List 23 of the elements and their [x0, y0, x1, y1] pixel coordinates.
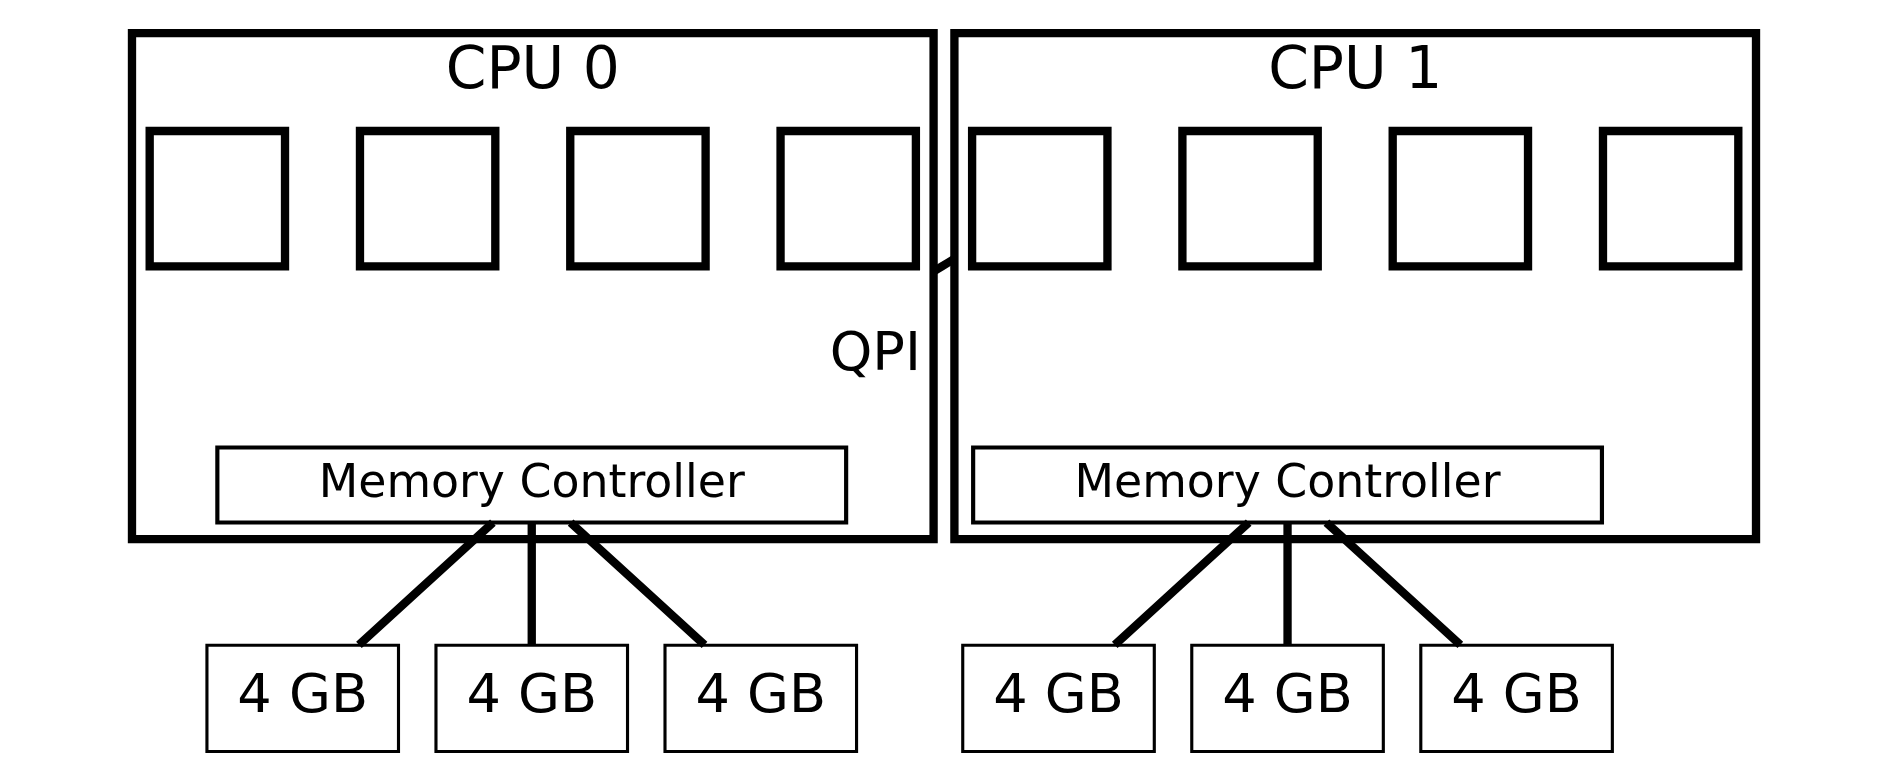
connector — [527, 522, 536, 645]
connector — [355, 519, 496, 648]
node-box — [1598, 126, 1742, 271]
node-box: Memory Controller — [214, 445, 848, 525]
node-box: Memory Controller — [970, 445, 1604, 525]
connector — [1323, 519, 1463, 648]
node-box: 4 GB — [1418, 643, 1614, 754]
node-box: 4 GB — [1189, 643, 1385, 754]
connector — [567, 519, 707, 648]
node-box — [967, 126, 1112, 271]
node-box — [775, 126, 920, 271]
node-box — [145, 126, 289, 271]
node-box — [565, 126, 710, 271]
node-box: 4 GB — [960, 643, 1156, 754]
node-box: 4 GB — [433, 643, 629, 754]
connector — [1111, 519, 1251, 648]
node-box — [1177, 126, 1322, 271]
node-box — [1388, 126, 1532, 271]
node-box: 4 GB — [662, 643, 858, 754]
connector — [1282, 522, 1292, 645]
node-box — [355, 126, 499, 271]
node-box: 4 GB — [204, 643, 400, 754]
edge-label: QPI — [829, 320, 921, 384]
